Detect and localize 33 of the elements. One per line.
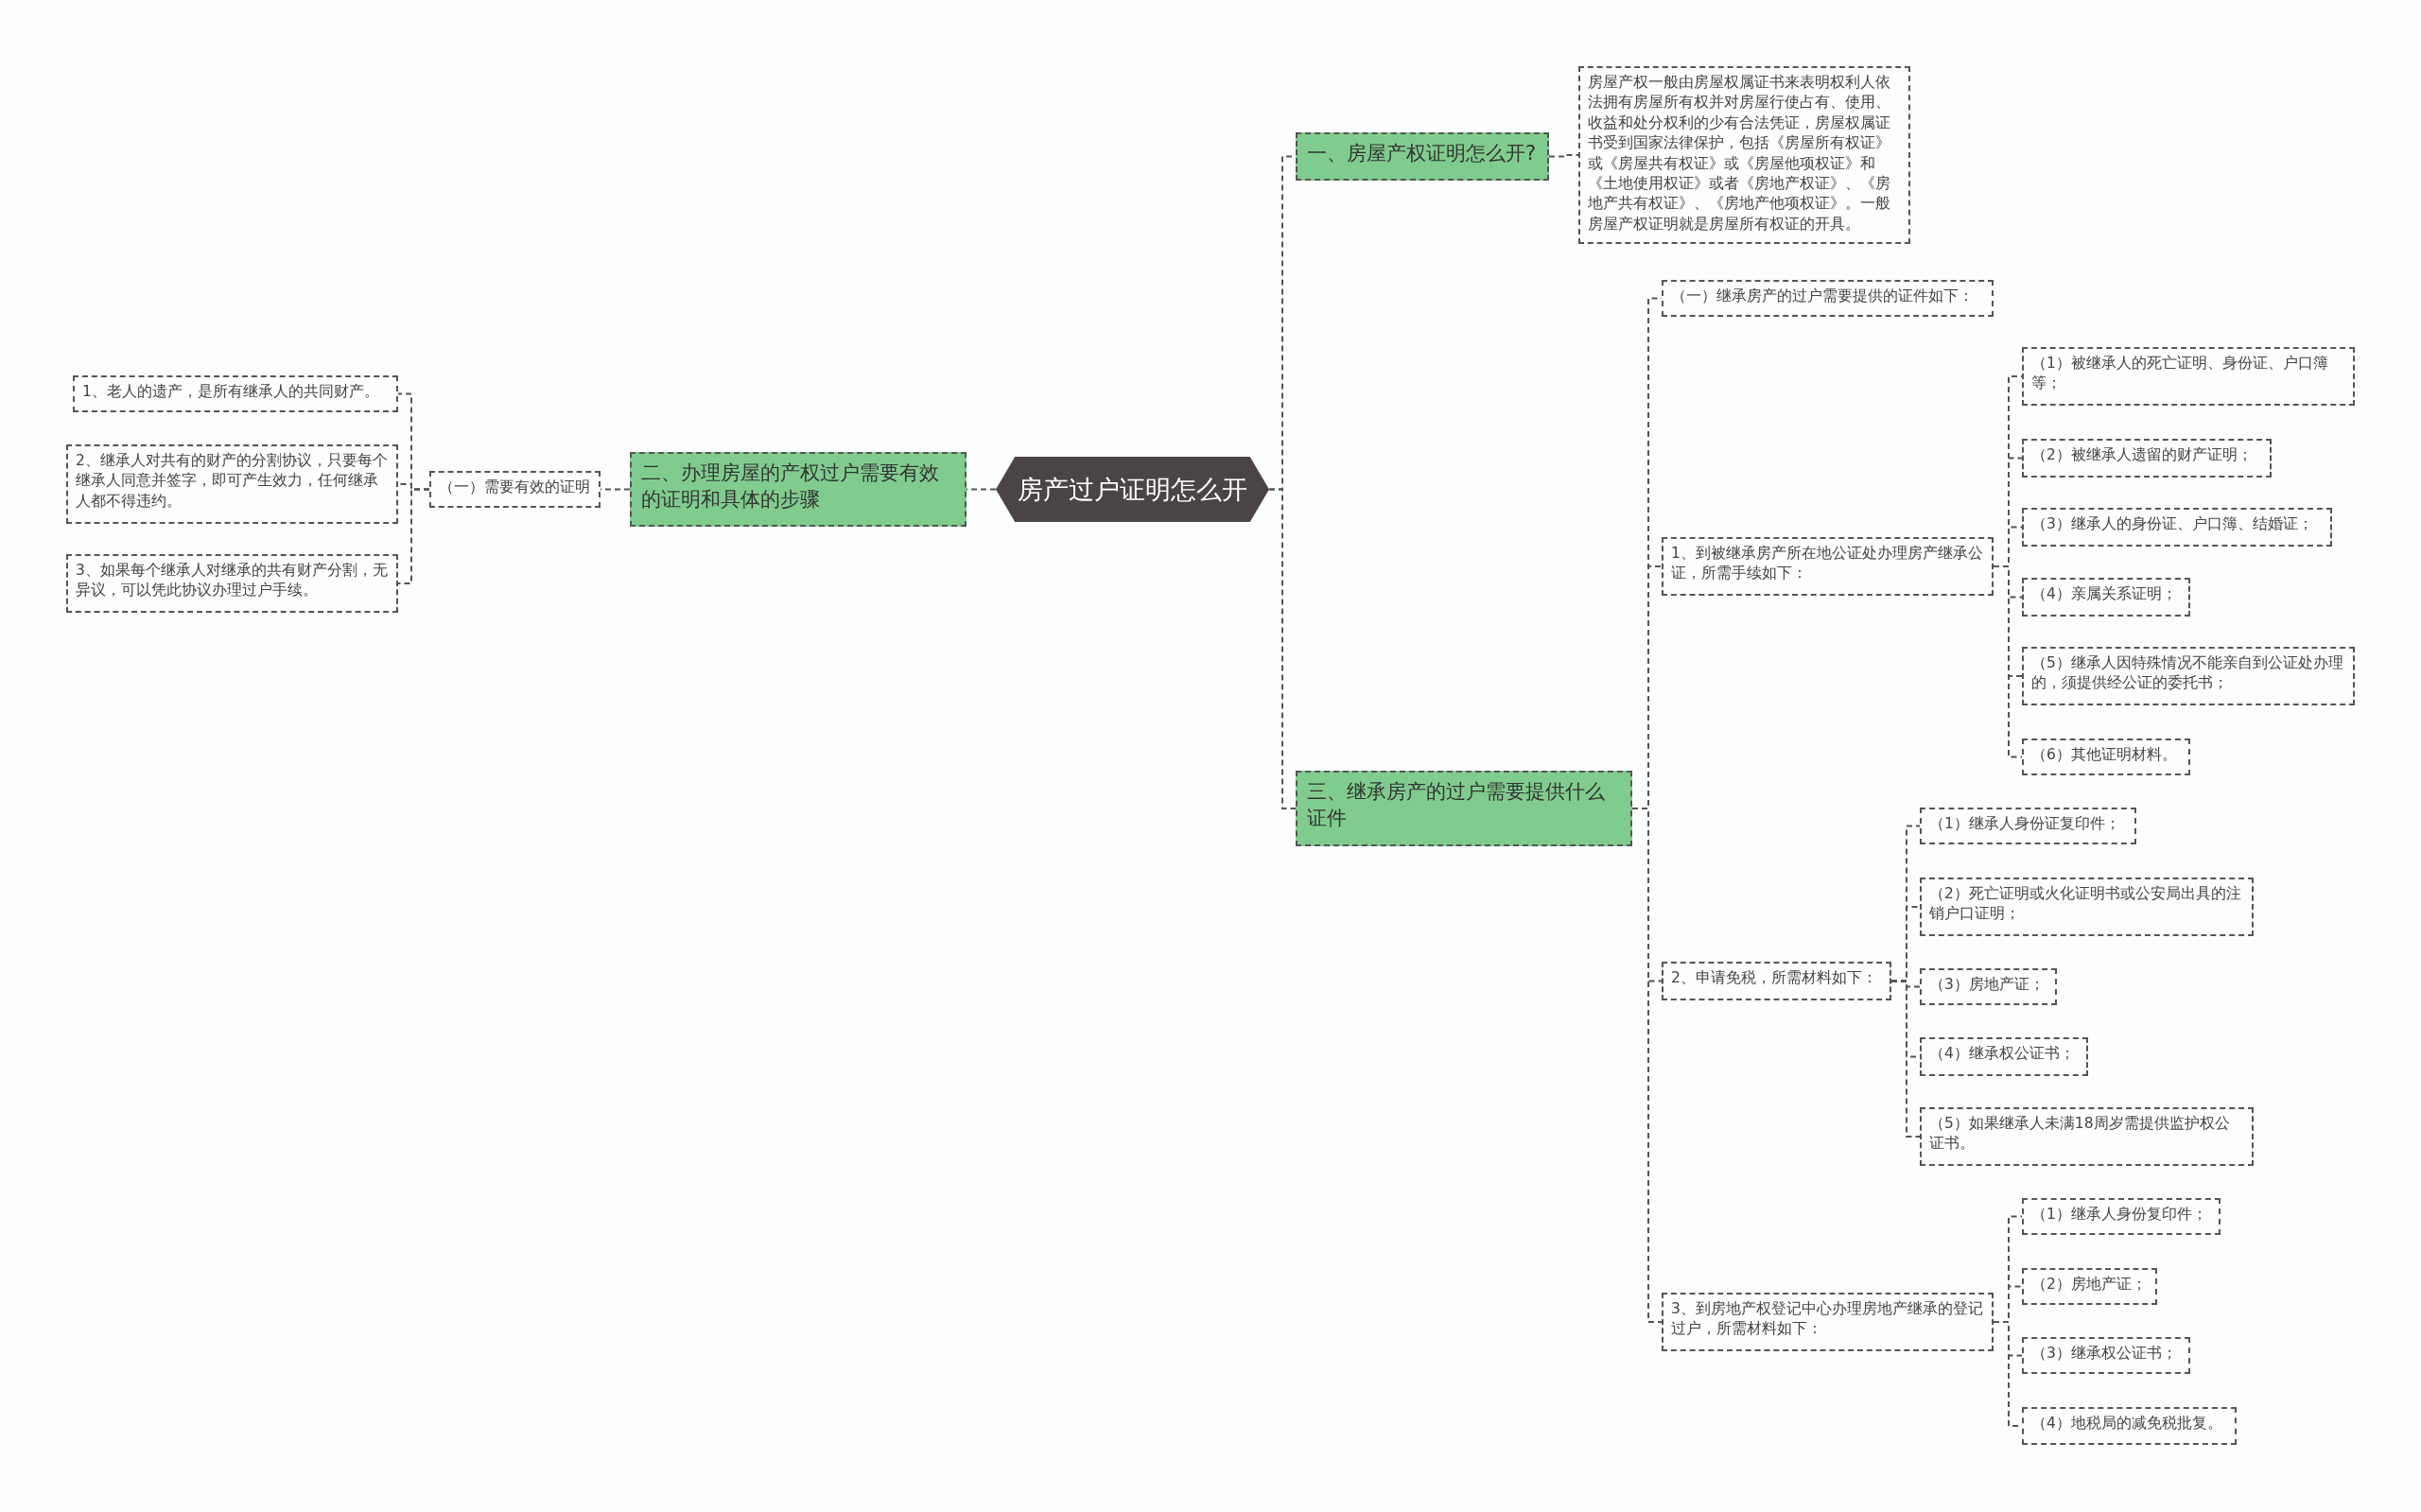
text-box: 3、如果每个继承人对继承的共有财产分割，无异议，可以凭此协议办理过户手续。	[66, 554, 398, 613]
text-box: 2、申请免税，所需材料如下：	[1662, 962, 1891, 1000]
text-box: （2）房地产证；	[2022, 1268, 2157, 1305]
connector-line	[1268, 488, 1297, 809]
central-topic: 房产过户证明怎么开	[996, 457, 1269, 522]
connector-line	[1890, 980, 1921, 1138]
text-box: （一）需要有效的证明	[429, 471, 601, 508]
text-box: 房屋产权一般由房屋权属证书来表明权利人依法拥有房屋所有权并对房屋行使占有、使用、收益和处分权利的少有合法凭证，房屋权属证书受到国家法律保护，包括《房屋所有权证》或《房屋共有权证》或《房屋他项权证》和《土地使用权证》或者《房地产权证》、《房地产共有权证》、《房地产他项权证》。一般房屋产权证明就是房屋所有权证的开具。	[1578, 66, 1910, 244]
text-box: （2）死亡证明或火化证明书或公安局出具的注销户口证明；	[1920, 878, 2254, 936]
text-box: 1、到被继承房产所在地公证处办理房产继承公证，所需手续如下：	[1662, 537, 1994, 596]
text-box: （一）继承房产的过户需要提供的证件如下：	[1662, 280, 1994, 317]
connector-line	[1993, 565, 2023, 758]
topic-box: 二、办理房屋的产权过户需要有效的证明和具体的步骤	[630, 452, 967, 527]
text-box: 2、继承人对共有的财产的分割协议，只要每个继承人同意并签字，即可产生效力，任何继承人都不得违约。	[66, 444, 398, 524]
text-box: （5）继承人因特殊情况不能亲自到公证处办理的，须提供经公证的委托书；	[2022, 647, 2355, 705]
topic-box: 三、继承房产的过户需要提供什么证件	[1296, 771, 1632, 846]
text-box: （3）继承人的身份证、户口簿、结婚证；	[2022, 508, 2332, 547]
text-box: （6）其他证明材料。	[2022, 739, 2190, 775]
text-box: 3、到房地产权登记中心办理房地产继承的登记过户，所需材料如下：	[1662, 1293, 1994, 1351]
connector-line	[1548, 154, 1579, 158]
topic-box: 一、房屋产权证明怎么开?	[1296, 132, 1549, 181]
text-box: （5）如果继承人未满18周岁需提供监护权公证书。	[1920, 1107, 2254, 1166]
text-box: （1）继承人身份证复印件；	[1920, 808, 2136, 844]
text-box: （4）继承权公证书；	[1920, 1037, 2088, 1076]
text-box: （2）被继承人遗留的财产证明；	[2022, 439, 2272, 478]
connector-line	[397, 488, 430, 584]
text-box: 1、老人的遗产，是所有继承人的共同财产。	[73, 375, 398, 412]
text-box: （4）亲属关系证明；	[2022, 578, 2190, 617]
text-box: （1）被继承人的死亡证明、身份证、户口簿等；	[2022, 347, 2355, 406]
text-box: （1）继承人身份复印件；	[2022, 1198, 2221, 1235]
text-box: （3）房地产证；	[1920, 968, 2057, 1005]
text-box: （3）继承权公证书；	[2022, 1337, 2190, 1374]
text-box: （4）地税局的减免税批复。	[2022, 1407, 2237, 1445]
